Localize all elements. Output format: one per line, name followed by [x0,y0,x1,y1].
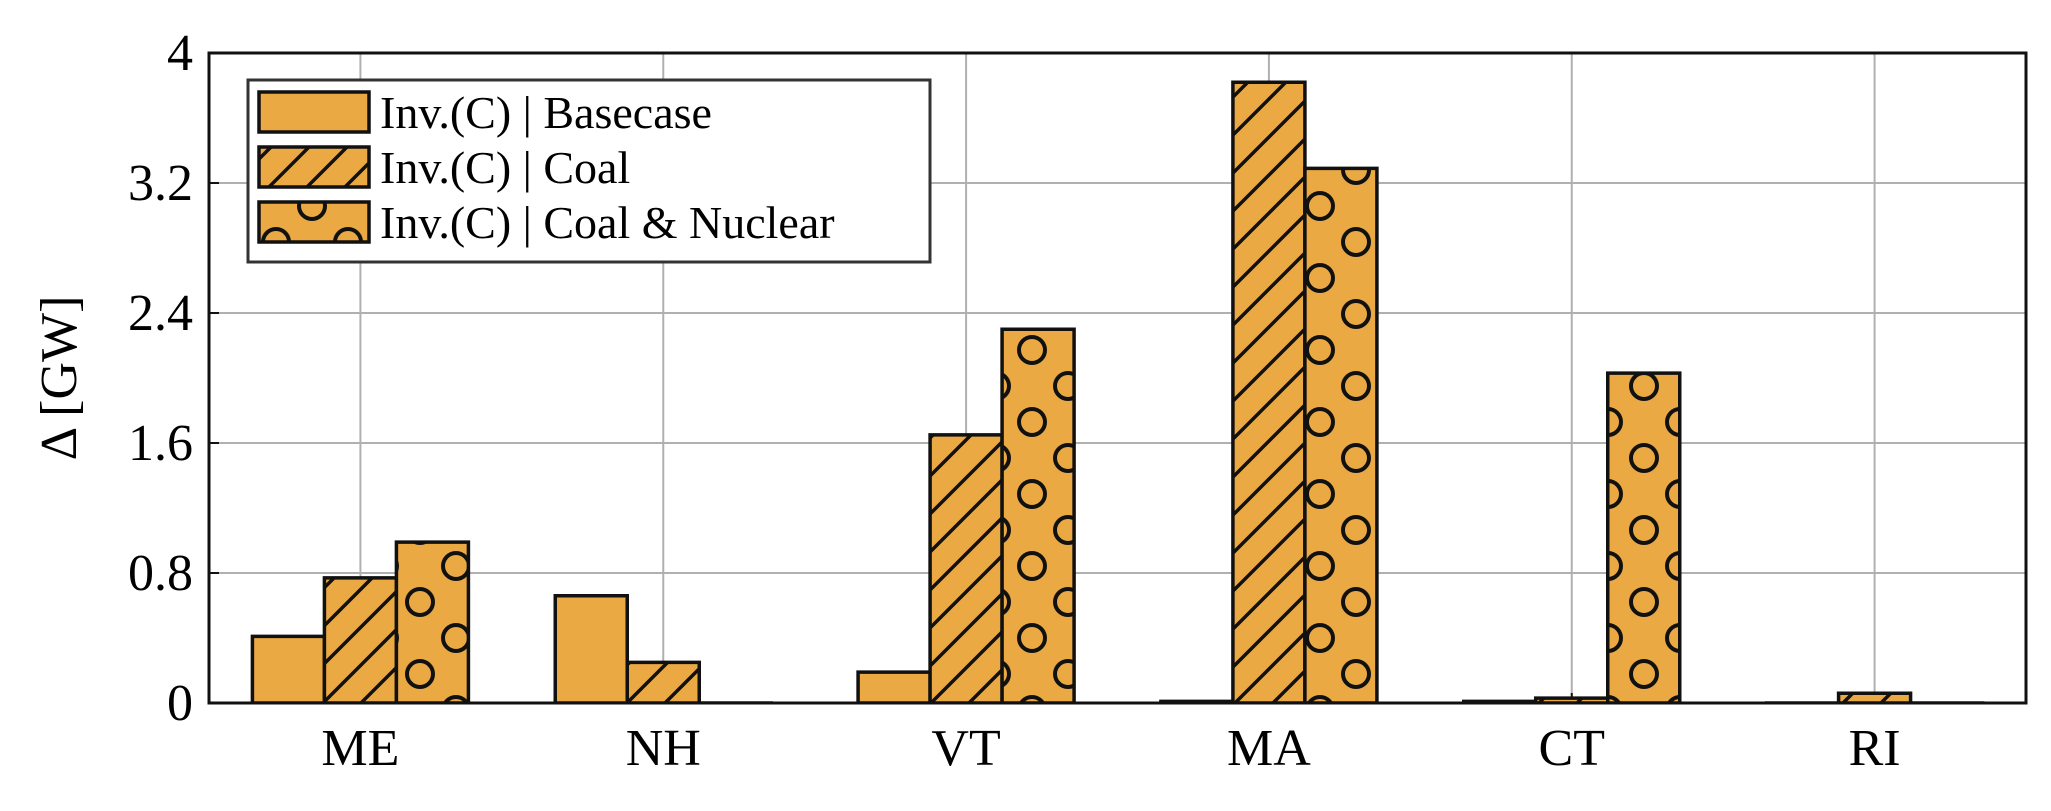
y-axis-label: Δ [GW] [31,296,88,461]
bar-solid [555,596,627,703]
y-tick-label: 2.4 [128,285,193,342]
bar-solid [858,672,930,703]
x-tick-label: RI [1849,720,1901,777]
x-tick-label: MA [1227,720,1311,777]
legend-label: Inv.(C) | Coal [380,142,630,193]
legend-swatch-solid [259,92,369,132]
y-tick-labels: 0 0.8 1.6 2.4 3.2 4 [128,25,193,732]
y-tick-label: 0 [167,675,193,732]
y-tick-label: 3.2 [128,155,193,212]
bar-circles [1305,168,1377,703]
bar-circles [1002,329,1074,703]
bar-hatch [1233,82,1305,703]
bar-circles [1608,373,1680,703]
x-tick-label: ME [321,720,399,777]
x-tick-label: VT [931,720,1000,777]
y-tick-label: 1.6 [128,415,193,472]
bar-hatch [324,578,396,703]
x-tick-label: CT [1539,720,1605,777]
x-tick-label: NH [626,720,701,777]
legend-swatch-circles [259,202,369,242]
bar-hatch [627,662,699,703]
y-tick-label: 4 [167,25,193,82]
bar-circles [396,542,468,703]
legend-label: Inv.(C) | Basecase [380,87,712,138]
bar-solid [252,636,324,703]
bar-hatch [930,435,1002,703]
x-tick-labels: ME NH VT MA CT RI [321,720,1900,777]
y-tick-label: 0.8 [128,545,193,602]
legend-label: Inv.(C) | Coal & Nuclear [380,197,835,248]
legend-swatch-hatch [259,147,369,187]
